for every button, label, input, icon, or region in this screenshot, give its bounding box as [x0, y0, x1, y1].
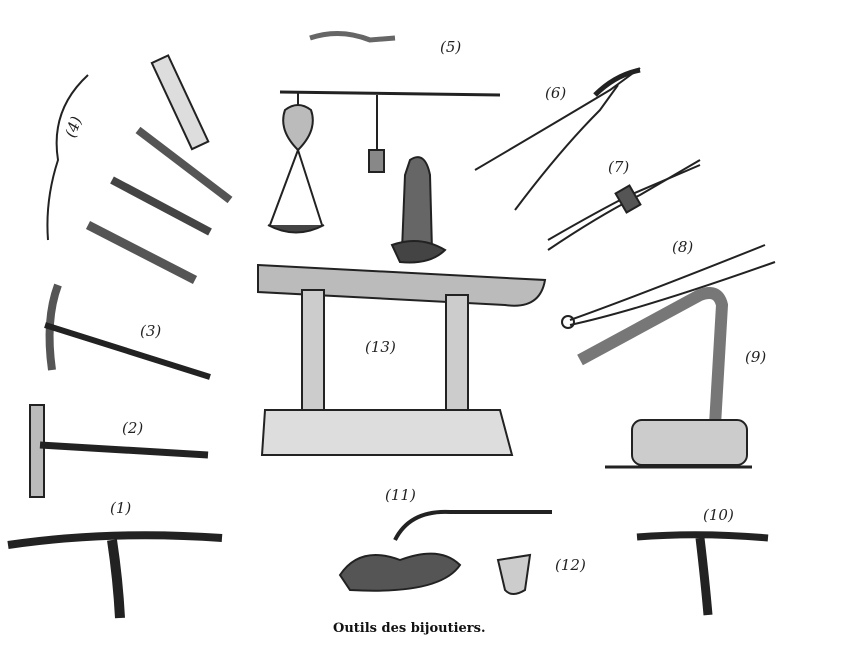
figure-labels: (1) (2) (3) (4) (5) (6) (7) (8) (9) (10)… — [61, 38, 766, 574]
hammer — [44, 283, 211, 380]
label-8: (8) — [672, 238, 693, 256]
label-1: (1) — [110, 499, 131, 517]
pliers — [474, 67, 641, 211]
t-stake — [7, 531, 223, 619]
balance-scale — [267, 31, 501, 234]
lamp-blowpipe — [338, 509, 552, 592]
figure-caption: Outils des bijoutiers. — [333, 621, 486, 636]
label-11: (11) — [385, 486, 416, 504]
label-12: (12) — [555, 556, 586, 574]
stake-block — [577, 287, 752, 469]
crucible — [496, 553, 532, 595]
hammer-small — [29, 404, 209, 498]
label-6: (6) — [545, 84, 566, 102]
workbench — [257, 156, 547, 456]
label-7: (7) — [608, 158, 629, 176]
label-4: (4) — [61, 114, 85, 140]
label-13: (13) — [365, 338, 396, 356]
label-9: (9) — [745, 348, 766, 366]
t-stake-small — [636, 531, 769, 616]
tweezers — [561, 244, 776, 329]
label-2: (2) — [122, 419, 143, 437]
shears — [547, 159, 701, 251]
label-5: (5) — [440, 38, 461, 56]
files-group — [46, 54, 233, 285]
label-3: (3) — [140, 322, 161, 340]
label-10: (10) — [703, 506, 734, 524]
